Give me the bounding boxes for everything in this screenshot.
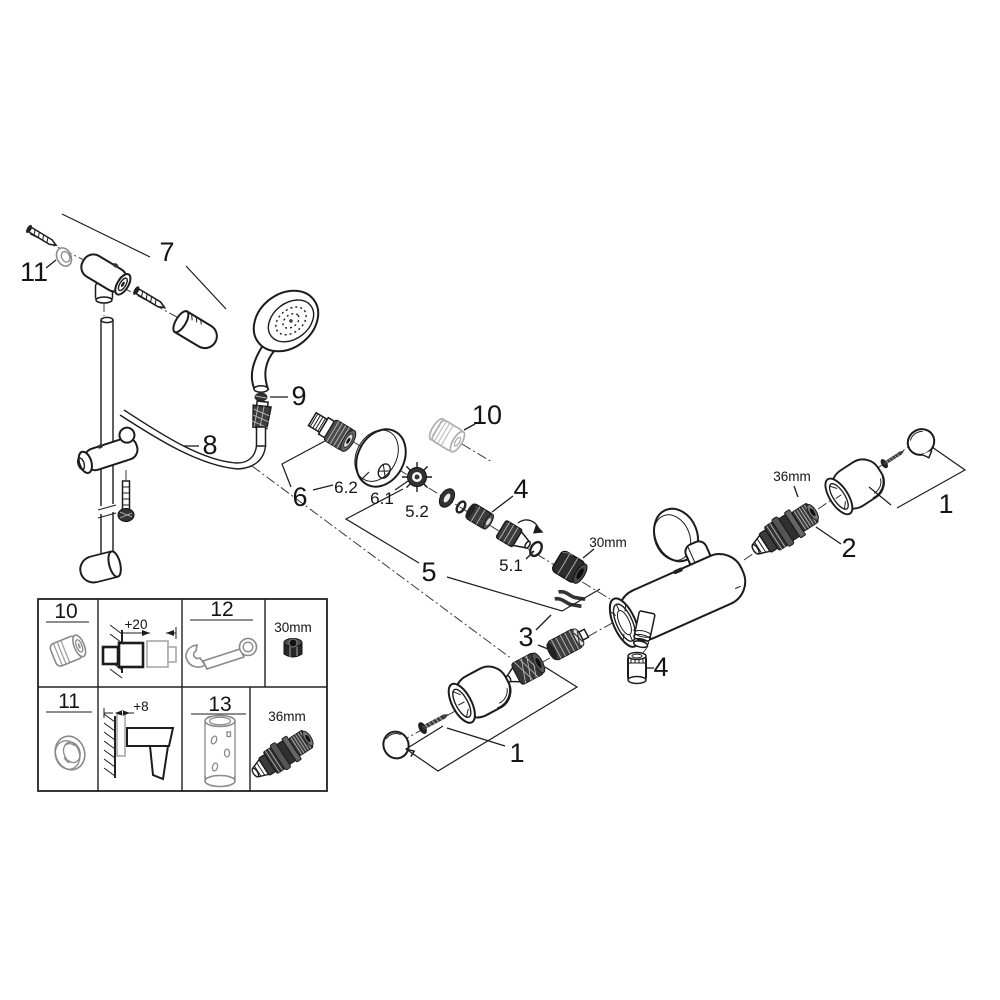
- hand-shower: [119, 289, 320, 470]
- rotation-arrowhead: [533, 524, 544, 534]
- legend-cell-plus8: +8: [103, 699, 175, 781]
- legend-30mm-label: 30mm: [274, 620, 312, 635]
- callout-4-bottom-label: 4: [653, 652, 668, 682]
- hand-shower-head: [252, 289, 320, 353]
- callout-6-1-label: 6.1: [370, 489, 394, 508]
- callout-36mm-label: 36mm: [773, 469, 811, 484]
- callout-6-label: 6: [292, 482, 307, 512]
- legend-cell-12: 12: [185, 598, 258, 670]
- legend-cell-plus20: +20: [101, 617, 177, 679]
- thermostatic-cartridge: [744, 496, 826, 565]
- wrench-icon: [185, 637, 258, 670]
- legend-plus8-label: +8: [133, 699, 148, 714]
- mixer-assembly: [382, 507, 747, 760]
- handle-screw-right: [878, 446, 908, 470]
- handle-cap-right: [906, 428, 936, 459]
- callout-30mm-label: 30mm: [589, 535, 627, 550]
- legend-12-label: 12: [210, 598, 233, 621]
- handle-left: [442, 658, 519, 729]
- legend-36mm-label: 36mm: [268, 709, 306, 724]
- callout-frames: [45, 213, 967, 772]
- callout-9-label: 9: [291, 381, 306, 411]
- shower-outlet: [632, 610, 656, 649]
- connector-o-ring: [529, 540, 543, 558]
- ghost-fitting-icon: [146, 640, 169, 668]
- legend-cell-13: 13: [191, 693, 246, 788]
- legend-cell-30mm: 30mm: [274, 620, 312, 658]
- hex-nut-icon: [283, 638, 303, 658]
- wall-screw: [24, 223, 60, 250]
- callout-5-2-label: 5.2: [405, 502, 429, 521]
- mousseur: [627, 651, 647, 685]
- rail-end-cap: [79, 550, 122, 584]
- callout-labels: 11 7 9 8 10 6 6.2 6.1 5.2 4 5 5.1 30mm 3…: [20, 237, 954, 768]
- legend-13-label: 13: [208, 693, 231, 716]
- callout-4-top-label: 4: [513, 474, 528, 504]
- bracket-body-icon: [126, 727, 175, 747]
- legend-plus20-label: +20: [125, 617, 148, 632]
- handle-right: [818, 451, 892, 520]
- callout-2-label: 2: [841, 533, 856, 563]
- extension-piece-icon: [49, 634, 87, 667]
- small-o-ring: [455, 500, 467, 514]
- callout-1-left-label: 1: [509, 738, 524, 768]
- callout-6-2-label: 6.2: [334, 478, 358, 497]
- legend-11-label: 11: [58, 690, 80, 713]
- callout-7-label: 7: [159, 237, 174, 267]
- legend-cell-36mm: 36mm: [244, 709, 320, 787]
- spacer-ring-icon: [54, 735, 86, 771]
- callout-1-right-label: 1: [938, 489, 953, 519]
- callout-8-label: 8: [202, 430, 217, 460]
- legend-table: 10 +20 12: [37, 598, 328, 792]
- rail-wall-bracket: [80, 253, 132, 304]
- rail-glider: [76, 426, 139, 474]
- callout-3-label: 3: [518, 622, 533, 652]
- glider-screw: [117, 480, 135, 522]
- bracket-cover-cap: [172, 310, 218, 350]
- union-connection-chain: [307, 411, 544, 558]
- hose-connector: [495, 520, 531, 549]
- spacer-washer: [55, 247, 73, 267]
- toothed-washer: [402, 462, 432, 492]
- shower-hose: [119, 409, 267, 470]
- non-return-valve: [546, 628, 590, 661]
- callout-11-label: 11: [20, 257, 48, 287]
- legend-cell-11: 11: [46, 690, 92, 771]
- legend-cell-10: 10: [46, 600, 89, 667]
- shower-rail: [97, 316, 117, 558]
- wall-fitting-icon: [101, 645, 120, 666]
- callout-5-1-label: 5.1: [499, 556, 523, 575]
- cartridge-icon: [244, 723, 320, 787]
- legend-10-label: 10: [54, 600, 77, 623]
- callout-5-label: 5: [421, 557, 436, 587]
- check-valve-insert: [465, 503, 495, 530]
- callout-10-label: 10: [472, 400, 502, 430]
- bracket-screw: [131, 284, 168, 313]
- hose-stub: [255, 426, 267, 447]
- union-nut-30mm: [552, 550, 588, 584]
- flat-seal: [438, 488, 456, 508]
- hose-nut: [252, 400, 272, 430]
- valve-clip: [554, 589, 586, 609]
- extension-cap-ghost: [428, 417, 466, 453]
- cartridge-handle-right: [744, 428, 936, 565]
- spacer-bar-icon: [116, 713, 126, 757]
- extension-sleeve-icon: [204, 714, 236, 788]
- s-union: [307, 411, 357, 452]
- shower-rail-assembly: [24, 223, 218, 584]
